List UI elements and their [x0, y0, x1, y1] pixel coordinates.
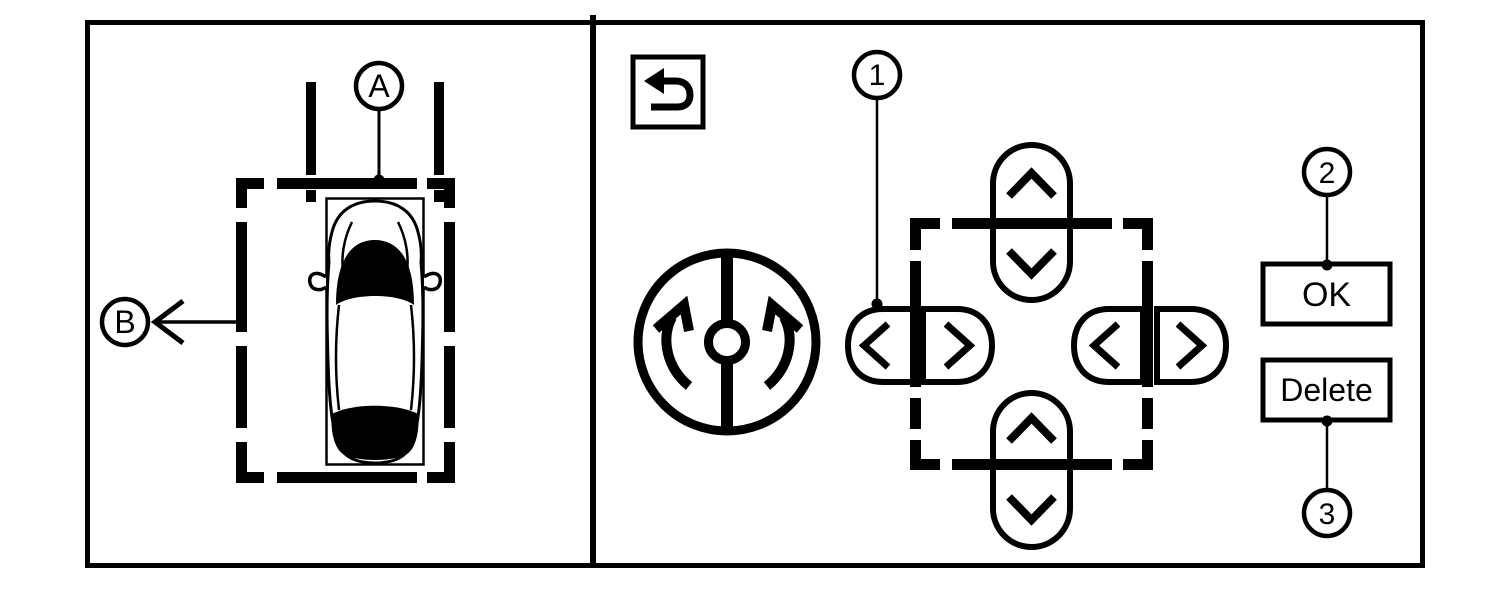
- callout-3: 3: [1301, 415, 1353, 539]
- rotate-dial-knob[interactable]: [704, 319, 750, 365]
- parking-space-panel: A B: [99, 60, 455, 483]
- chevron-down-icon[interactable]: [1006, 494, 1057, 526]
- dpad-chevrons: [858, 167, 1208, 526]
- return-arrow-icon: [644, 68, 694, 111]
- callout-3-circle: [1301, 487, 1353, 539]
- move-left-inner-button[interactable]: [1070, 306, 1146, 385]
- ok-button[interactable]: OK: [1260, 261, 1393, 327]
- ok-button-label: OK: [1302, 276, 1351, 314]
- rotate-ccw-arrow-icon: [652, 295, 694, 390]
- car-top-view: [307, 197, 443, 466]
- chevron-right-icon[interactable]: [943, 321, 976, 370]
- car-pillar-line-right: [409, 304, 416, 411]
- callout-3-label: 3: [1319, 498, 1336, 531]
- chevron-left-icon[interactable]: [1088, 321, 1121, 370]
- car-pillar-line-left: [334, 304, 341, 411]
- delete-button[interactable]: Delete: [1260, 357, 1393, 423]
- lot-line-right: [434, 82, 444, 175]
- callout-b-arrowhead: [150, 299, 185, 345]
- car-windshield: [336, 240, 414, 305]
- panel-divider: [590, 15, 596, 566]
- chevron-down-icon[interactable]: [1006, 248, 1057, 280]
- back-button[interactable]: [630, 54, 706, 130]
- move-left-outer-button[interactable]: [844, 306, 920, 385]
- callout-1-dot: [871, 298, 883, 310]
- callout-b: B: [99, 296, 237, 348]
- callout-b-circle: [99, 296, 151, 348]
- lot-line-right-stub: [434, 190, 444, 202]
- callout-1-label: 1: [869, 59, 886, 92]
- car-rear-window: [331, 405, 419, 460]
- lot-line-left: [306, 82, 316, 175]
- callout-b-label: B: [114, 304, 135, 340]
- callout-a-dot: [373, 174, 385, 186]
- delete-button-label: Delete: [1280, 372, 1373, 408]
- callout-1: 1: [851, 49, 903, 310]
- chevron-up-icon[interactable]: [1006, 412, 1057, 444]
- callout-2-dot: [1321, 259, 1333, 271]
- rotate-dial[interactable]: [633, 248, 821, 436]
- callout-3-dot: [1321, 415, 1333, 427]
- callout-2-label: 2: [1319, 157, 1336, 190]
- car-mirror-right: [422, 271, 443, 292]
- callout-2: 2: [1301, 146, 1353, 261]
- callout-a-label: A: [368, 68, 390, 104]
- car-mirror-left: [307, 271, 328, 292]
- chevron-up-icon[interactable]: [1006, 167, 1057, 199]
- callout-a-circle: [353, 60, 405, 112]
- rotate-cw-arrow-icon: [762, 295, 804, 390]
- callout-2-circle: [1301, 146, 1353, 198]
- parking-lot-line-marks: [306, 82, 444, 202]
- chevron-left-icon[interactable]: [858, 321, 891, 370]
- delete-button-box[interactable]: [1260, 357, 1393, 423]
- parking-guide-frame: [236, 178, 455, 483]
- lot-line-left-stub: [306, 190, 316, 202]
- callout-1-circle: [851, 49, 903, 101]
- move-right-inner-button[interactable]: [920, 306, 996, 385]
- adjust-frame-dashed: [910, 218, 1153, 470]
- chevron-right-icon[interactable]: [1175, 321, 1208, 370]
- adjust-controls-panel: 1 2 OK Delete 3: [630, 49, 1393, 550]
- move-right-outer-button[interactable]: [1154, 306, 1230, 385]
- callout-a: A: [353, 60, 405, 186]
